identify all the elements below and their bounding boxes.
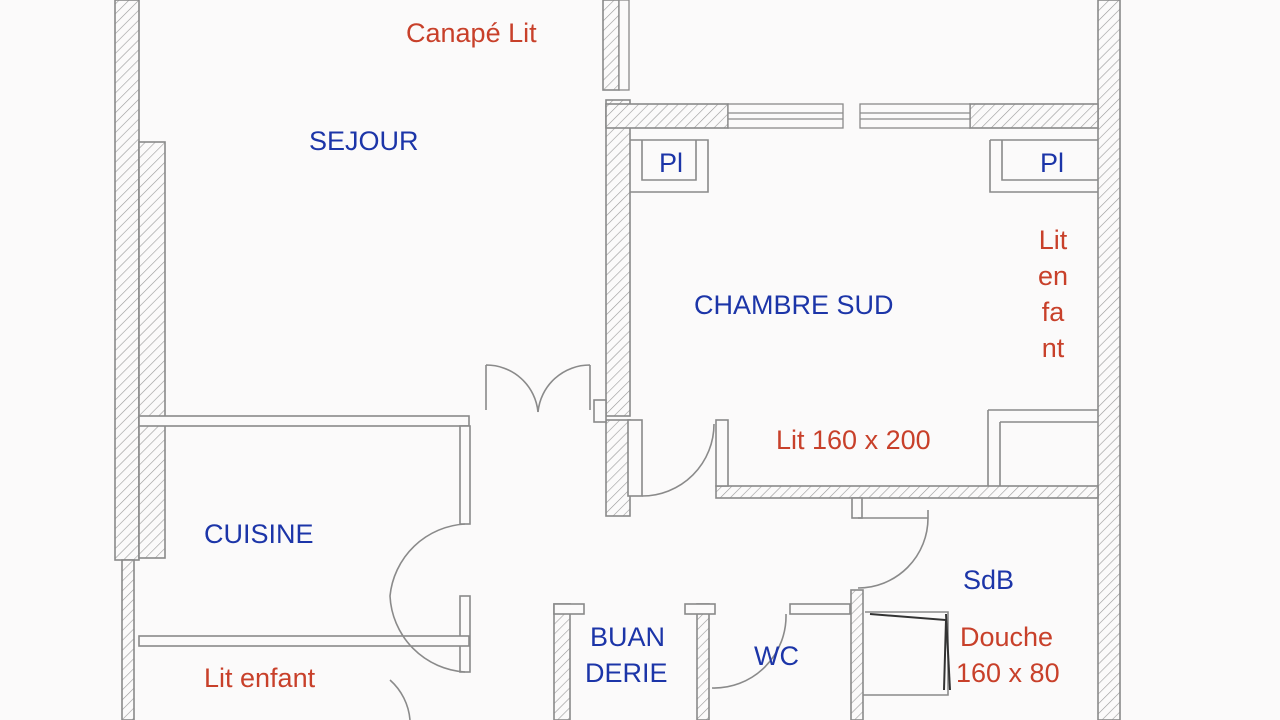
wall-right-outer — [1097, 0, 1121, 720]
window-top-stub — [618, 0, 630, 91]
cuisine-label: CUISINE — [204, 519, 314, 549]
placard-left-outline — [630, 139, 709, 193]
door-wc — [711, 613, 787, 689]
sejour-label: SEJOUR — [309, 126, 419, 156]
wall-wc-left — [696, 603, 710, 720]
douche-label-line2: 160 x 80 — [956, 658, 1060, 688]
buanderie-label-line2: DERIE — [585, 658, 668, 688]
wc-label: WC — [754, 641, 799, 671]
wall-chambre-top-a — [605, 103, 729, 129]
shower-tray — [863, 611, 949, 696]
wall-cuisine-top — [138, 415, 470, 427]
wall-chambre-bottom — [715, 485, 1099, 499]
door-sejour-left — [485, 364, 539, 413]
wall-left-pilaster — [138, 141, 166, 559]
wall-cuisine-right-lower — [459, 595, 471, 673]
window-top-2 — [859, 103, 971, 129]
wall-door-jamb-chambre — [627, 419, 643, 497]
wall-left-outer — [114, 0, 140, 561]
door-cuisine — [389, 523, 466, 673]
lit-enfant-vertical-line: fa — [1041, 297, 1065, 327]
window-top-1 — [727, 103, 844, 129]
wall-corridor-stub — [593, 399, 607, 423]
door-chambre — [641, 423, 715, 497]
lit-enfant-vertical-label: Lit en fa nt — [1030, 222, 1076, 366]
lit-enfant-vertical-line: en — [1037, 261, 1069, 291]
placard-right-outline — [989, 139, 1098, 193]
wall-sdb-top — [789, 603, 851, 615]
wall-wc-top — [684, 603, 716, 615]
door-sdb — [857, 510, 929, 589]
placard-left-label: Pl — [659, 148, 684, 178]
wall-buanderie-top — [553, 603, 585, 615]
wall-cuisine-right — [459, 425, 471, 525]
wall-left-lower — [121, 559, 135, 720]
lit-enfant-label: Lit enfant — [204, 663, 316, 693]
bed-box — [987, 409, 1098, 486]
wall-sdb-top-stub — [851, 497, 863, 519]
lit-enfant-vertical-line: Lit — [1038, 225, 1068, 255]
wall-chambre-top-b — [969, 103, 1099, 129]
lit-double-label: Lit 160 x 200 — [776, 425, 931, 455]
wall-top-stub — [602, 0, 620, 91]
door-sejour-right — [537, 364, 591, 413]
wall-chambre-door-right — [715, 419, 729, 487]
wall-buanderie-left — [553, 603, 571, 720]
chambre-sud-label: CHAMBRE SUD — [694, 290, 894, 320]
douche-label-line1: Douche — [960, 622, 1054, 652]
canape-lit-label: Canapé Lit — [406, 18, 537, 48]
wall-sdb-left — [850, 589, 864, 720]
buanderie-label-line1: BUAN — [590, 622, 666, 652]
wall-cuisine-bottom — [138, 635, 470, 647]
placard-right-label: Pl — [1040, 148, 1065, 178]
wall-center-lower — [605, 419, 631, 517]
lit-enfant-vertical-line: nt — [1041, 333, 1065, 363]
wall-center-upper — [605, 99, 631, 417]
sdb-label: SdB — [963, 565, 1015, 595]
